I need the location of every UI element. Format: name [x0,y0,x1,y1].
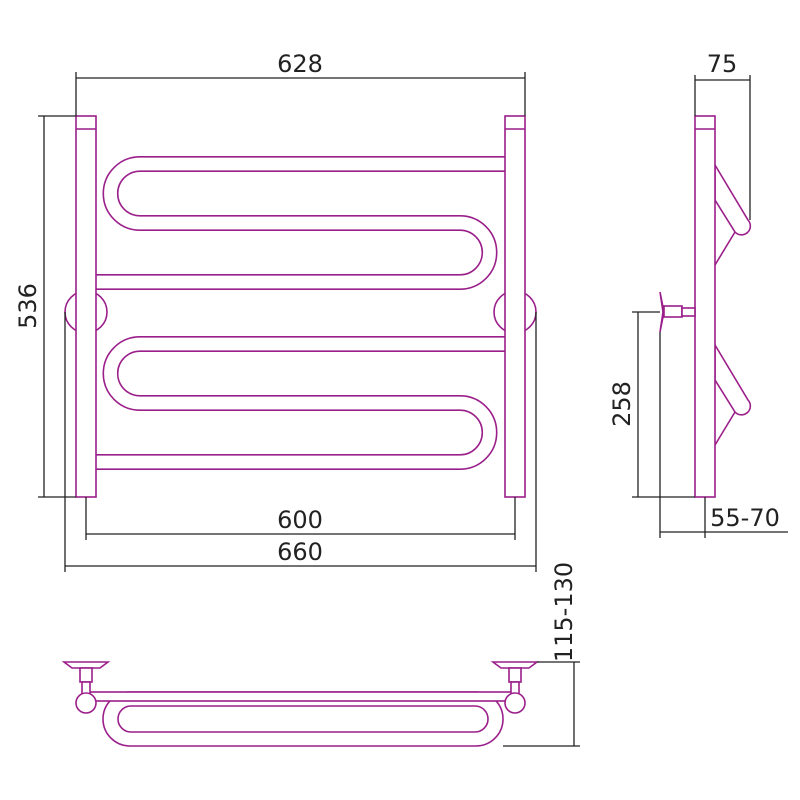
dim-height: 536 [14,283,42,329]
dim-wall-offset: 55-70 [710,504,780,532]
dim-bottom-depth: 115-130 [550,562,578,662]
left-post [75,115,97,498]
dim-mount-height: 258 [608,381,636,427]
bottom-dimensions: 115-130 [503,562,580,747]
front-dimensions: 628 536 600 660 [14,50,537,572]
side-post [694,115,716,498]
dim-mount-spacing: 600 [277,506,323,534]
dim-side-depth: 75 [707,50,738,78]
side-dimensions: 75 258 55-70 [608,50,788,538]
dim-top-width: 628 [277,50,323,78]
side-view [659,115,752,498]
dim-overall-width: 660 [277,538,323,566]
lower-serpentine [94,336,506,470]
right-post [504,115,526,498]
upper-serpentine [94,156,506,290]
bottom-view [61,661,540,747]
front-view [64,115,537,498]
